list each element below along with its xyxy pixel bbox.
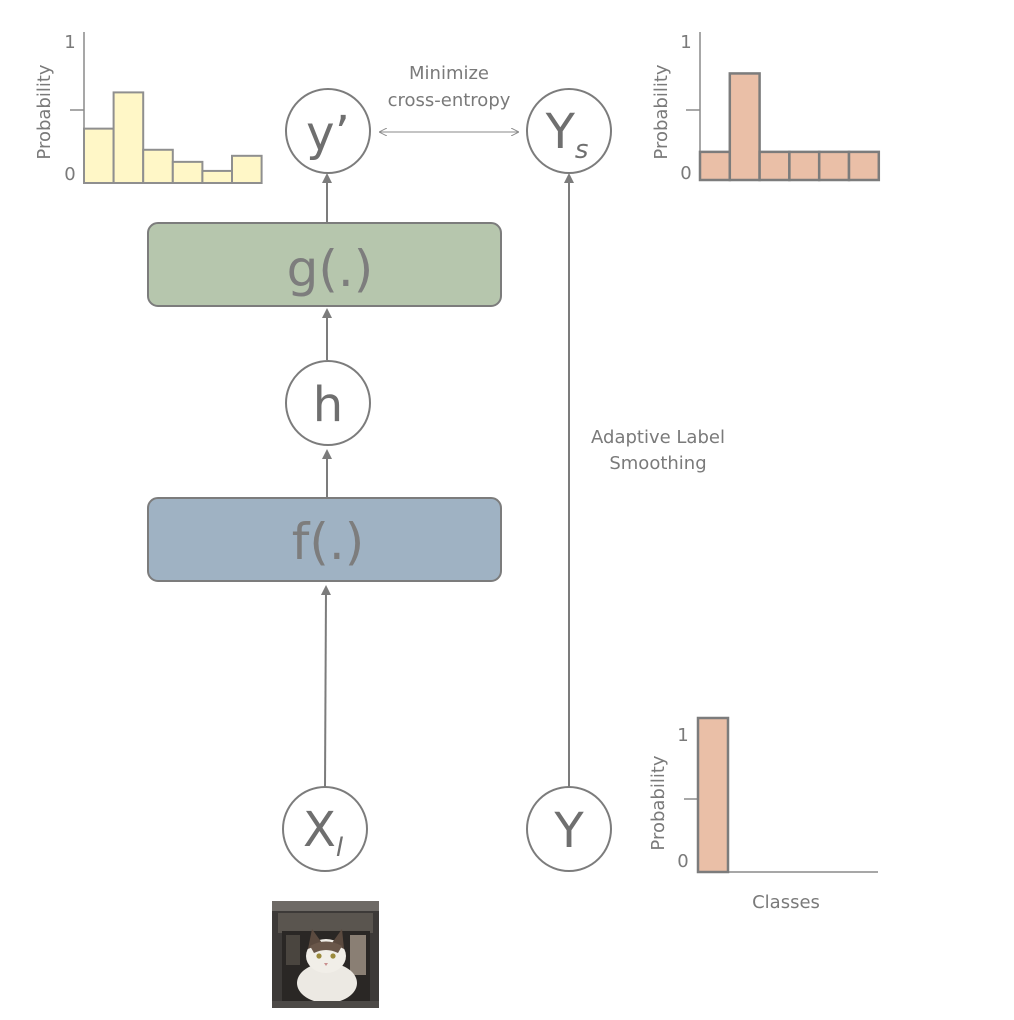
node-y-s [526, 88, 612, 174]
node-y-s-label: Ys [545, 104, 589, 165]
smoothed-label-distribution-chart: 1 0 Probability [651, 32, 881, 184]
bar-4 [817, 150, 851, 182]
node-x-l-sub: l [336, 833, 344, 863]
bar-2 [758, 150, 791, 182]
bar-2 [142, 148, 174, 184]
node-y-prime-label: y’ [306, 106, 350, 162]
y-tick-label-0: 0 [64, 164, 75, 185]
node-h [285, 360, 371, 446]
y-axis-label: Probability [34, 64, 55, 159]
y-axis-label: Probability [648, 755, 669, 850]
y-tick-label-1: 1 [680, 32, 691, 53]
g-block [147, 222, 502, 307]
f-block [147, 497, 502, 582]
bar-4 [201, 169, 233, 184]
node-y-s-sub: s [575, 135, 589, 165]
smoothing-label-line2: Smoothing [609, 453, 706, 474]
bar-3 [788, 150, 821, 182]
node-y-prime [285, 88, 371, 174]
bar-5 [847, 150, 881, 182]
bar-5 [231, 154, 263, 185]
node-y [526, 786, 612, 872]
bar-0 [696, 716, 730, 874]
y-tick-label-0: 0 [680, 163, 691, 184]
node-x-l-main: X [303, 802, 336, 858]
bar-0 [83, 127, 115, 184]
g-block-label: g(.) [287, 240, 374, 298]
bar-1 [112, 91, 145, 184]
y-tick-label-1: 1 [64, 32, 75, 53]
node-y-label: Y [553, 803, 584, 859]
minimize-label-line2: cross-entropy [388, 90, 511, 111]
arrow-x-to-f [320, 585, 331, 788]
node-y-s-main: Y [545, 104, 576, 160]
y-tick-label-0: 0 [677, 851, 688, 872]
bar-1 [728, 72, 761, 182]
node-x-l [282, 786, 368, 872]
y-axis-label: Probability [651, 64, 672, 159]
prediction-distribution-chart: 1 0 Probability [34, 32, 263, 185]
smoothing-label-line1: Adaptive Label [591, 427, 725, 448]
bar-0 [698, 150, 732, 182]
node-h-label: h [313, 377, 343, 433]
bar-3 [171, 160, 204, 184]
x-axis-label: Classes [752, 892, 820, 913]
f-block-label: f(.) [292, 513, 365, 571]
y-tick-label-1: 1 [677, 725, 688, 746]
cat-image [272, 901, 379, 1008]
minimize-label-line1: Minimize [409, 63, 489, 84]
node-x-l-label: Xl [303, 802, 344, 863]
